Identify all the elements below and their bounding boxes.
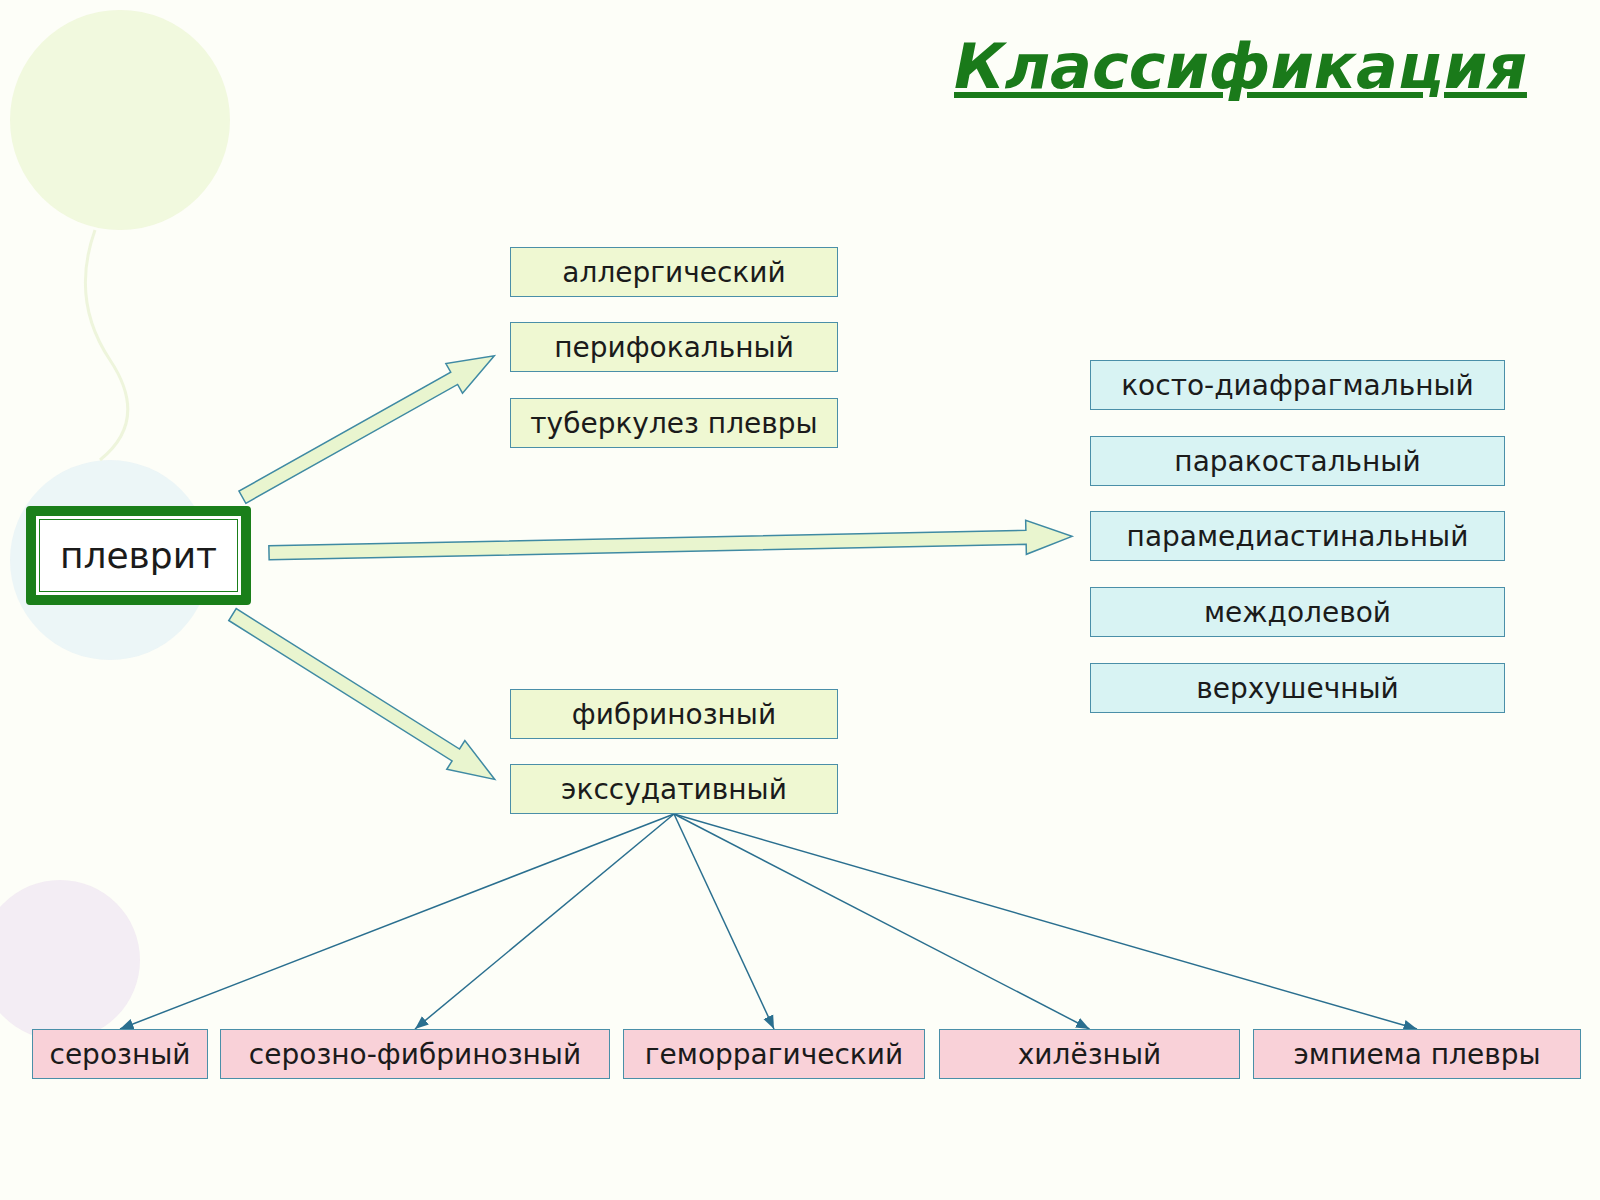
node-label: косто-диафрагмальный — [1121, 369, 1474, 402]
node-label: серозно-фибринозный — [249, 1038, 581, 1071]
node-label: плеврит — [60, 535, 217, 576]
balloon — [10, 10, 230, 230]
category-box: серозный — [32, 1029, 208, 1079]
node-label: серозный — [49, 1038, 190, 1071]
node-label: фибринозный — [572, 698, 776, 731]
category-box: серозно-фибринозный — [220, 1029, 610, 1079]
category-box: верхушечный — [1090, 663, 1505, 713]
node-label: экссудативный — [561, 773, 787, 806]
thin-arrow — [674, 814, 774, 1029]
node-label: парамедиастинальный — [1127, 520, 1469, 553]
block-arrow — [229, 609, 495, 780]
thin-arrow — [674, 814, 1090, 1029]
category-box: междолевой — [1090, 587, 1505, 637]
category-box: эмпиема плевры — [1253, 1029, 1581, 1079]
category-box: экссудативный — [510, 764, 838, 814]
category-box: геморрагический — [623, 1029, 925, 1079]
category-box: фибринозный — [510, 689, 838, 739]
node-label: верхушечный — [1196, 672, 1399, 705]
root-box: плеврит — [26, 506, 251, 605]
balloon-string — [85, 230, 127, 460]
block-arrow — [239, 356, 494, 503]
category-box: косто-диафрагмальный — [1090, 360, 1505, 410]
node-label: междолевой — [1204, 596, 1391, 629]
node-label: паракостальный — [1174, 445, 1420, 478]
node-label: хилёзный — [1018, 1038, 1161, 1071]
node-label: аллергический — [562, 256, 785, 289]
node-label: геморрагический — [645, 1038, 903, 1071]
category-box: туберкулез плевры — [510, 398, 838, 448]
thin-arrow — [415, 814, 674, 1029]
node-label: перифокальный — [554, 331, 794, 364]
balloon — [0, 880, 140, 1040]
title: Классификация — [954, 30, 1527, 103]
thin-arrow — [120, 814, 674, 1029]
category-box: парамедиастинальный — [1090, 511, 1505, 561]
node-label: туберкулез плевры — [530, 407, 817, 440]
category-box: хилёзный — [939, 1029, 1240, 1079]
category-box: аллергический — [510, 247, 838, 297]
node-label: эмпиема плевры — [1293, 1038, 1540, 1071]
thin-arrow — [674, 814, 1417, 1029]
category-box: паракостальный — [1090, 436, 1505, 486]
category-box: перифокальный — [510, 322, 838, 372]
block-arrow — [269, 520, 1072, 560]
